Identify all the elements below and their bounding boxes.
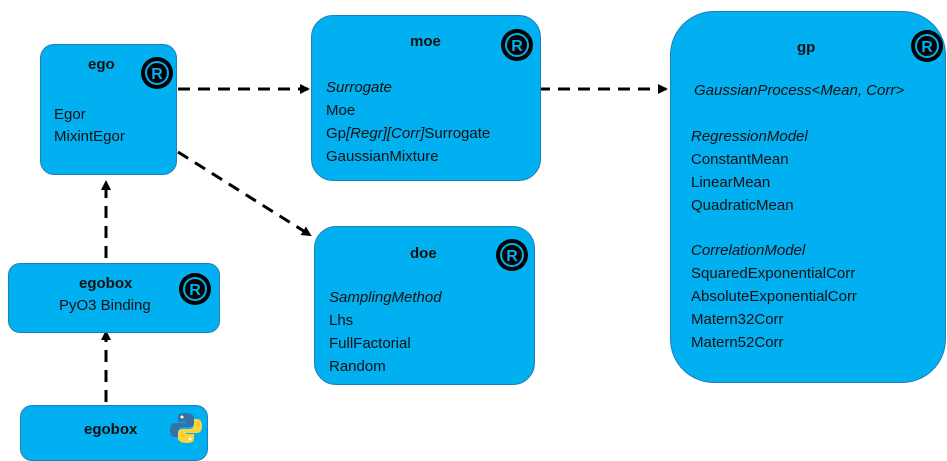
gp-surrogate-suffix: Surrogate [424, 125, 491, 142]
gp-item-matern32corr: Matern32Corr [691, 311, 784, 328]
svg-text:R: R [511, 38, 523, 55]
egobox-binding-title: egobox [79, 275, 133, 292]
svg-text:R: R [921, 39, 933, 56]
gp-item-constantmean: ConstantMean [691, 151, 789, 168]
gp-item-quadraticmean: QuadraticMean [691, 197, 794, 214]
ego-item-mixintegor: MixintEgor [54, 128, 125, 145]
moe-item-moe: Moe [326, 102, 356, 119]
ego-title: ego [88, 56, 115, 73]
doe-title: doe [410, 245, 437, 262]
moe-box: moe Surrogate Moe Gp[Regr][Corr]Surrogat… [311, 15, 541, 181]
ego-item-egor: Egor [54, 106, 86, 123]
rust-logo-icon: R [496, 239, 528, 271]
egobox-python-title: egobox [84, 421, 138, 438]
gp-trait-gaussianprocess: GaussianProcess<Mean, Corr> [694, 82, 905, 99]
moe-section-surrogate: Surrogate [326, 79, 392, 96]
arrow-ego-to-doe [177, 150, 312, 237]
egobox-python-box: egobox [20, 405, 208, 461]
gp-item-absoluteexponentialcorr: AbsoluteExponentialCorr [691, 288, 857, 305]
moe-title: moe [410, 33, 441, 50]
doe-item-random: Random [329, 358, 386, 375]
egobox-binding-subtitle: PyO3 Binding [59, 297, 151, 314]
svg-text:R: R [151, 66, 163, 83]
svg-text:R: R [189, 282, 201, 299]
gp-title: gp [797, 39, 816, 56]
rust-logo-icon: R [501, 29, 533, 61]
moe-item-gaussianmixture: GaussianMixture [326, 148, 439, 165]
rust-logo-icon: R [179, 273, 211, 305]
rust-logo-icon: R [141, 57, 173, 89]
gp-surrogate-prefix: Gp [326, 125, 347, 142]
gp-surrogate-params: [Regr][Corr] [346, 125, 425, 142]
doe-item-fullfactorial: FullFactorial [329, 335, 411, 352]
gp-item-matern52corr: Matern52Corr [691, 334, 784, 351]
doe-section-samplingmethod: SamplingMethod [329, 289, 442, 306]
ego-box: ego Egor MixintEgor R [40, 44, 177, 175]
svg-text:R: R [506, 248, 518, 265]
moe-item-gp-surrogate: Gp[Regr][Corr]Surrogate [326, 125, 490, 142]
gp-section-regressionmodel: RegressionModel [691, 128, 808, 145]
python-logo-icon [170, 413, 202, 443]
doe-box: doe SamplingMethod Lhs FullFactorial Ran… [314, 226, 535, 385]
gp-item-linearmean: LinearMean [691, 174, 771, 191]
gp-section-correlationmodel: CorrelationModel [691, 242, 806, 259]
gp-box: gp GaussianProcess<Mean, Corr> Regressio… [670, 11, 946, 383]
doe-item-lhs: Lhs [329, 312, 354, 329]
gp-item-squaredexponentialcorr: SquaredExponentialCorr [691, 265, 856, 282]
rust-logo-icon: R [911, 30, 943, 62]
egobox-binding-box: egobox PyO3 Binding R [8, 263, 220, 333]
